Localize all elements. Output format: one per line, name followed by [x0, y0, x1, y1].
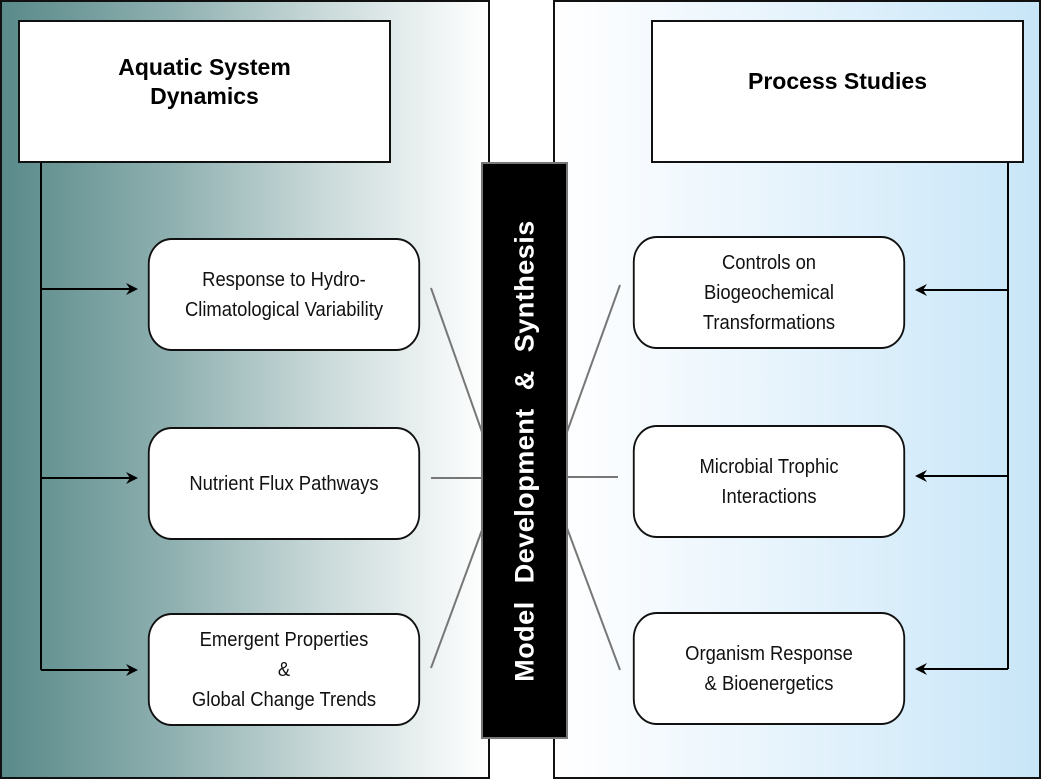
link-left-1	[430, 287, 483, 433]
left-panel-title-text: Aquatic System Dynamics	[118, 53, 291, 109]
node-label: Response to Hydro- Climatological Variab…	[184, 268, 384, 321]
node-label: Microbial Trophic Interactions	[699, 455, 839, 508]
center-model-development-synthesis-bar: Model Development & Synthesis	[481, 162, 568, 739]
node-hydro-climatological-variability: Response to Hydro- Climatological Variab…	[147, 238, 421, 351]
link-right-1	[566, 284, 621, 433]
node-controls-biogeochemical-transformations: Controls on Biogeochemical Transformatio…	[632, 236, 906, 349]
node-nutrient-flux-pathways: Nutrient Flux Pathways	[147, 427, 421, 540]
node-label: Nutrient Flux Pathways	[189, 472, 379, 495]
node-organism-response-bioenergetics: Organism Response & Bioenergetics	[632, 612, 906, 725]
right-panel-title-text: Process Studies	[748, 68, 927, 94]
node-microbial-trophic-interactions: Microbial Trophic Interactions	[632, 425, 906, 538]
node-label: Controls on Biogeochemical Transformatio…	[702, 251, 836, 334]
link-right-3	[566, 527, 621, 671]
left-panel-title: Aquatic System Dynamics	[18, 20, 391, 163]
center-bar-label: Model Development & Synthesis	[509, 219, 539, 682]
right-panel-title: Process Studies	[651, 20, 1024, 163]
link-left-3	[430, 529, 483, 669]
node-label: Organism Response & Bioenergetics	[685, 642, 853, 695]
node-emergent-properties-global-change: Emergent Properties & Global Change Tren…	[147, 613, 421, 726]
node-label: Emergent Properties & Global Change Tren…	[191, 628, 377, 711]
